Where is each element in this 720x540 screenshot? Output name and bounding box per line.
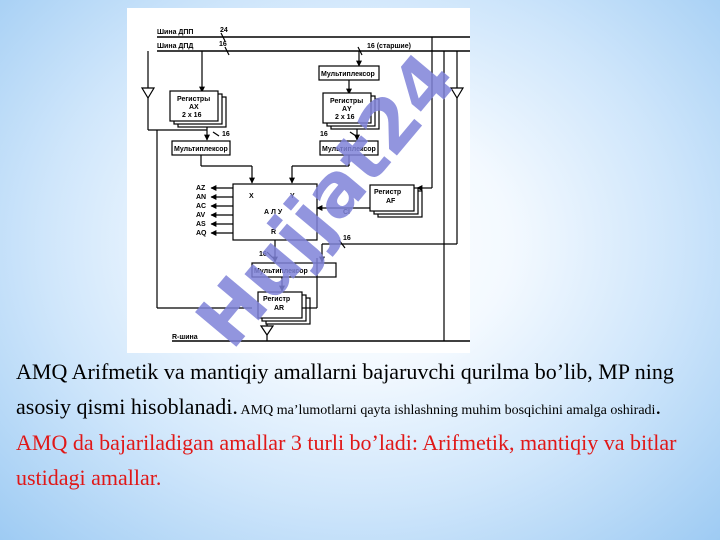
reg-af-label-1: Регистр xyxy=(374,189,401,196)
alu-input-y: Y xyxy=(290,193,295,200)
alu-output-r: R xyxy=(271,229,276,236)
mux-bottom-label: Мультиплексор xyxy=(254,268,308,275)
width-16-high-label: 16 (старшие) xyxy=(367,43,411,50)
alu-input-x: X xyxy=(249,193,254,200)
flag-az: AZ xyxy=(196,185,206,192)
flag-an: AN xyxy=(196,194,206,201)
width-16-label: 16 xyxy=(219,41,227,48)
width-16-af-label: 16 xyxy=(343,235,351,242)
paragraph-definition: AMQ Arifmetik va mantiqiy amallarni baja… xyxy=(16,359,674,419)
reg-ax-label-2: АХ xyxy=(189,104,199,111)
flag-aq: AQ xyxy=(196,230,207,237)
reg-ax-label-1: Регистры xyxy=(177,96,210,103)
paragraph-detail: AMQ ma’lumotlarni qayta ishlashning muhi… xyxy=(237,403,656,418)
flag-ac: AC xyxy=(196,203,206,210)
r-bus-label: R-шина xyxy=(172,334,198,341)
slide-body-text: AMQ Arifmetik va mantiqiy amallarni baja… xyxy=(16,356,706,497)
register-ay-box xyxy=(322,92,372,124)
alu-block-diagram: Шина ДПП Шина ДПД 24 16 16 (старшие) Мул… xyxy=(127,8,470,353)
alu-name: А Л У xyxy=(264,209,283,216)
reg-ay-label-1: Регистры xyxy=(330,98,363,105)
mux-top-label: Мультиплексор xyxy=(321,71,375,78)
reg-ax-label-3: 2 х 16 xyxy=(182,112,202,119)
paragraph-types: AMQ da bajariladigan amallar 3 turli bo’… xyxy=(16,430,677,490)
register-af-box xyxy=(369,184,415,212)
mux-left-label: Мультиплексор xyxy=(174,146,228,153)
width-16-ay-label: 16 xyxy=(320,131,328,138)
flag-av: AV xyxy=(196,212,206,219)
bus-dpp-label: Шина ДПП xyxy=(157,29,193,36)
mux-right-label: Мультиплексор xyxy=(322,146,376,153)
width-16-alu-label: 16 xyxy=(259,251,267,258)
reg-ay-label-3: 2 х 16 xyxy=(335,114,355,121)
reg-ar-label-1: Регистр xyxy=(263,296,290,303)
register-ar-box xyxy=(257,291,303,319)
mux-bottom-box xyxy=(251,262,337,278)
reg-af-label-2: AF xyxy=(386,198,396,205)
bus-dpd-label: Шина ДПД xyxy=(157,43,193,50)
alu-box xyxy=(232,183,318,241)
reg-ar-label-2: AR xyxy=(274,305,284,312)
flag-as: AS xyxy=(196,221,206,228)
width-24-label: 24 xyxy=(220,27,228,34)
width-16-ax-label: 16 xyxy=(222,131,230,138)
reg-ay-label-2: АY xyxy=(342,106,352,113)
paragraph-period: . xyxy=(655,394,661,419)
ci-label: CI xyxy=(343,209,350,216)
register-ax-box xyxy=(169,90,219,122)
